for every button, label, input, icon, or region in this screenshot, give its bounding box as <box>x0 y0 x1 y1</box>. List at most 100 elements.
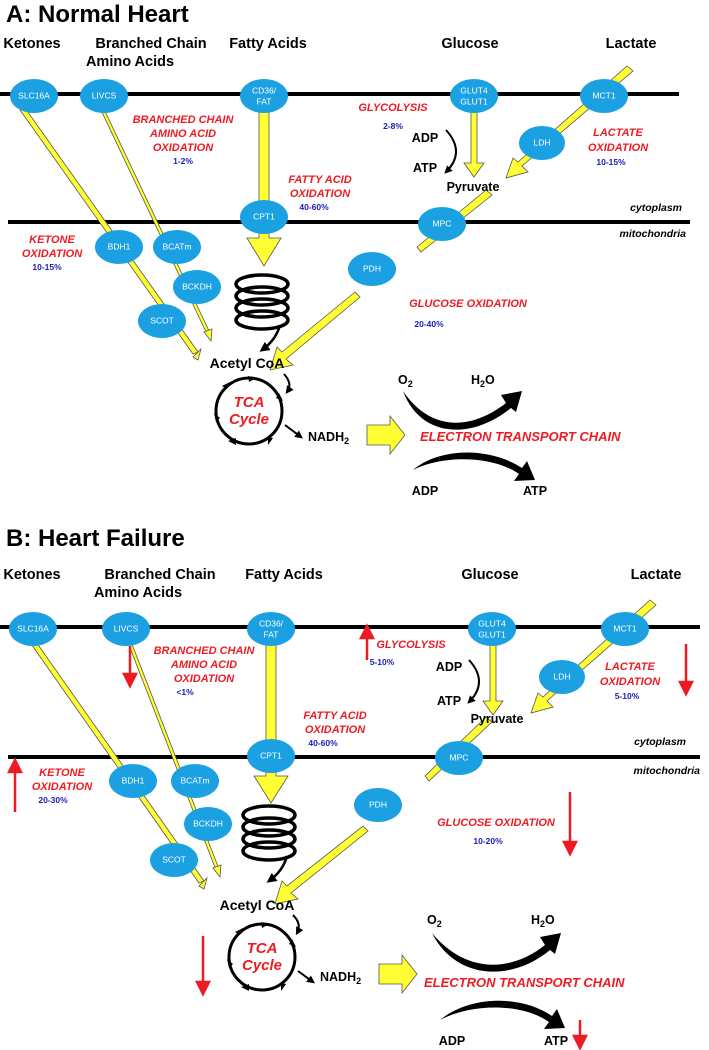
transporter-cd36: CD36/ FAT <box>240 79 288 113</box>
glucose-oxidation-label: GLUCOSE OXIDATION <box>409 298 528 310</box>
etc-atp: ATP <box>544 1034 568 1048</box>
lactate-oxidation-percent: 10-15% <box>596 157 626 167</box>
lactate-oxidation-label-1: LACTATE <box>605 661 655 673</box>
lactate-oxidation-decrease-arrow <box>677 644 695 697</box>
header-lactate: Lactate <box>631 567 682 583</box>
glycolysis-adp: ADP <box>436 660 462 674</box>
svg-text:MCT1: MCT1 <box>613 623 636 633</box>
svg-text:Cycle: Cycle <box>242 957 282 974</box>
lactate-oxidation-label-2: OXIDATION <box>588 142 649 154</box>
header-fatty-acids: Fatty Acids <box>229 36 307 52</box>
svg-text:FAT: FAT <box>264 629 279 639</box>
acetylcoa-to-tca-arrow <box>292 914 304 936</box>
transporter-glut: GLUT4 GLUT1 <box>450 79 498 113</box>
label-cytoplasm: cytoplasm <box>630 202 682 214</box>
ketone-oxidation-label-2: OXIDATION <box>22 248 83 260</box>
svg-text:CD36/: CD36/ <box>259 618 284 628</box>
transporter-livcs: LIVCS <box>102 612 150 646</box>
glycolysis-label: GLYCOLYSIS <box>358 102 428 114</box>
svg-text:BCATm: BCATm <box>180 775 209 785</box>
etc-atp: ATP <box>523 484 547 498</box>
panel-title: B: Heart Failure <box>6 525 185 552</box>
enzyme-bdh1: BDH1 <box>95 230 143 264</box>
glucose-oxidation-label: GLUCOSE OXIDATION <box>437 817 556 829</box>
tca-to-nadh-arrow <box>284 424 303 439</box>
svg-text:SLC16A: SLC16A <box>18 90 50 100</box>
label-cytoplasm: cytoplasm <box>634 736 686 748</box>
bcaa-oxidation-label-2: AMINO ACID <box>149 128 216 140</box>
svg-text:MCT1: MCT1 <box>592 90 615 100</box>
fa-oxidation-percent: 40-60% <box>299 202 329 212</box>
etc-label: ELECTRON TRANSPORT CHAIN <box>420 429 621 444</box>
svg-text:CPT1: CPT1 <box>253 211 275 221</box>
fatty-acid-coil <box>234 273 290 331</box>
nadh-etc-flux-arrow <box>366 414 406 456</box>
svg-text:GLUT1: GLUT1 <box>460 96 488 106</box>
svg-text:LIVCS: LIVCS <box>114 623 139 633</box>
etc-label: ELECTRON TRANSPORT CHAIN <box>424 975 625 990</box>
glycolysis-adp: ADP <box>412 131 438 145</box>
transporter-cpt1: CPT1 <box>240 200 288 234</box>
svg-text:SCOT: SCOT <box>150 315 174 325</box>
transporter-slc16a: SLC16A <box>9 612 57 646</box>
h2o-label: H2O <box>471 373 495 389</box>
coil-to-acetylcoa-arrow <box>259 324 282 352</box>
glycolysis-percent: 5-10% <box>370 657 395 667</box>
transporter-mct1: MCT1 <box>580 79 628 113</box>
bcaa-oxidation-label-2: AMINO ACID <box>170 659 237 671</box>
nadh-label: NADH2 <box>320 970 361 986</box>
panel-title: A: Normal Heart <box>6 1 189 28</box>
bcaa-oxidation-decrease-arrow <box>121 646 139 689</box>
glucose-oxidation-percent: 10-20% <box>473 836 503 846</box>
svg-text:CD36/: CD36/ <box>252 85 277 95</box>
o2-h2o-curved-arrow <box>403 391 522 430</box>
tca-to-nadh-arrow <box>297 970 315 984</box>
panel-heart-failure: B: Heart Failure Ketones Branched Chain … <box>0 525 700 1050</box>
svg-text:SLC16A: SLC16A <box>17 623 49 633</box>
glycolysis-atp: ATP <box>413 161 437 175</box>
nadh-etc-flux-arrow <box>378 953 418 995</box>
transporter-cd36: CD36/ FAT <box>247 612 295 646</box>
svg-text:BDH1: BDH1 <box>108 241 131 251</box>
svg-text:GLUT4: GLUT4 <box>460 85 488 95</box>
bcaa-oxidation-label-3: OXIDATION <box>153 142 214 154</box>
svg-text:CPT1: CPT1 <box>260 750 282 760</box>
glycolysis-increase-arrow <box>358 623 376 660</box>
header-bcaa-1: Branched Chain <box>95 36 206 52</box>
acetyl-coa-label: Acetyl CoA <box>220 897 295 913</box>
glucose-oxidation-percent: 20-40% <box>414 319 444 329</box>
pyruvate-label: Pyruvate <box>447 180 500 194</box>
acetyl-coa-label: Acetyl CoA <box>210 355 285 371</box>
header-bcaa-2: Amino Acids <box>86 54 174 70</box>
ketone-flux-arrowhead <box>192 347 202 361</box>
enzyme-bcatm: BCATm <box>153 230 201 264</box>
glycolysis-atp-arrow <box>467 659 480 704</box>
enzyme-bckdh: BCKDH <box>173 270 221 304</box>
header-bcaa-2: Amino Acids <box>94 585 182 601</box>
pyruvate-label: Pyruvate <box>471 712 524 726</box>
lactate-oxidation-label-2: OXIDATION <box>600 676 661 688</box>
header-bcaa-1: Branched Chain <box>104 567 215 583</box>
header-ketones: Ketones <box>3 36 60 52</box>
enzyme-ldh: LDH <box>519 126 565 160</box>
bcaa-oxidation-label-3: OXIDATION <box>174 673 235 685</box>
svg-text:LDH: LDH <box>553 671 570 681</box>
svg-text:BDH1: BDH1 <box>122 775 145 785</box>
svg-text:SCOT: SCOT <box>162 854 186 864</box>
o2-label: O2 <box>427 913 442 929</box>
svg-text:BCKDH: BCKDH <box>182 281 212 291</box>
fatty-acid-flux-arrow <box>246 107 282 267</box>
etc-adp: ADP <box>412 484 438 498</box>
header-ketones: Ketones <box>3 567 60 583</box>
transporter-glut: GLUT4 GLUT1 <box>468 612 516 646</box>
header-glucose: Glucose <box>461 567 518 583</box>
bcaa-oxidation-label-1: BRANCHED CHAIN <box>133 114 235 126</box>
enzyme-bckdh: BCKDH <box>184 807 232 841</box>
transporter-cpt1: CPT1 <box>247 739 295 773</box>
enzyme-bcatm: BCATm <box>171 764 219 798</box>
svg-text:TCA: TCA <box>234 394 265 411</box>
coil-to-acetylcoa-arrow <box>266 855 289 883</box>
transporter-mpc: MPC <box>435 741 483 775</box>
o2-label: O2 <box>398 373 413 389</box>
